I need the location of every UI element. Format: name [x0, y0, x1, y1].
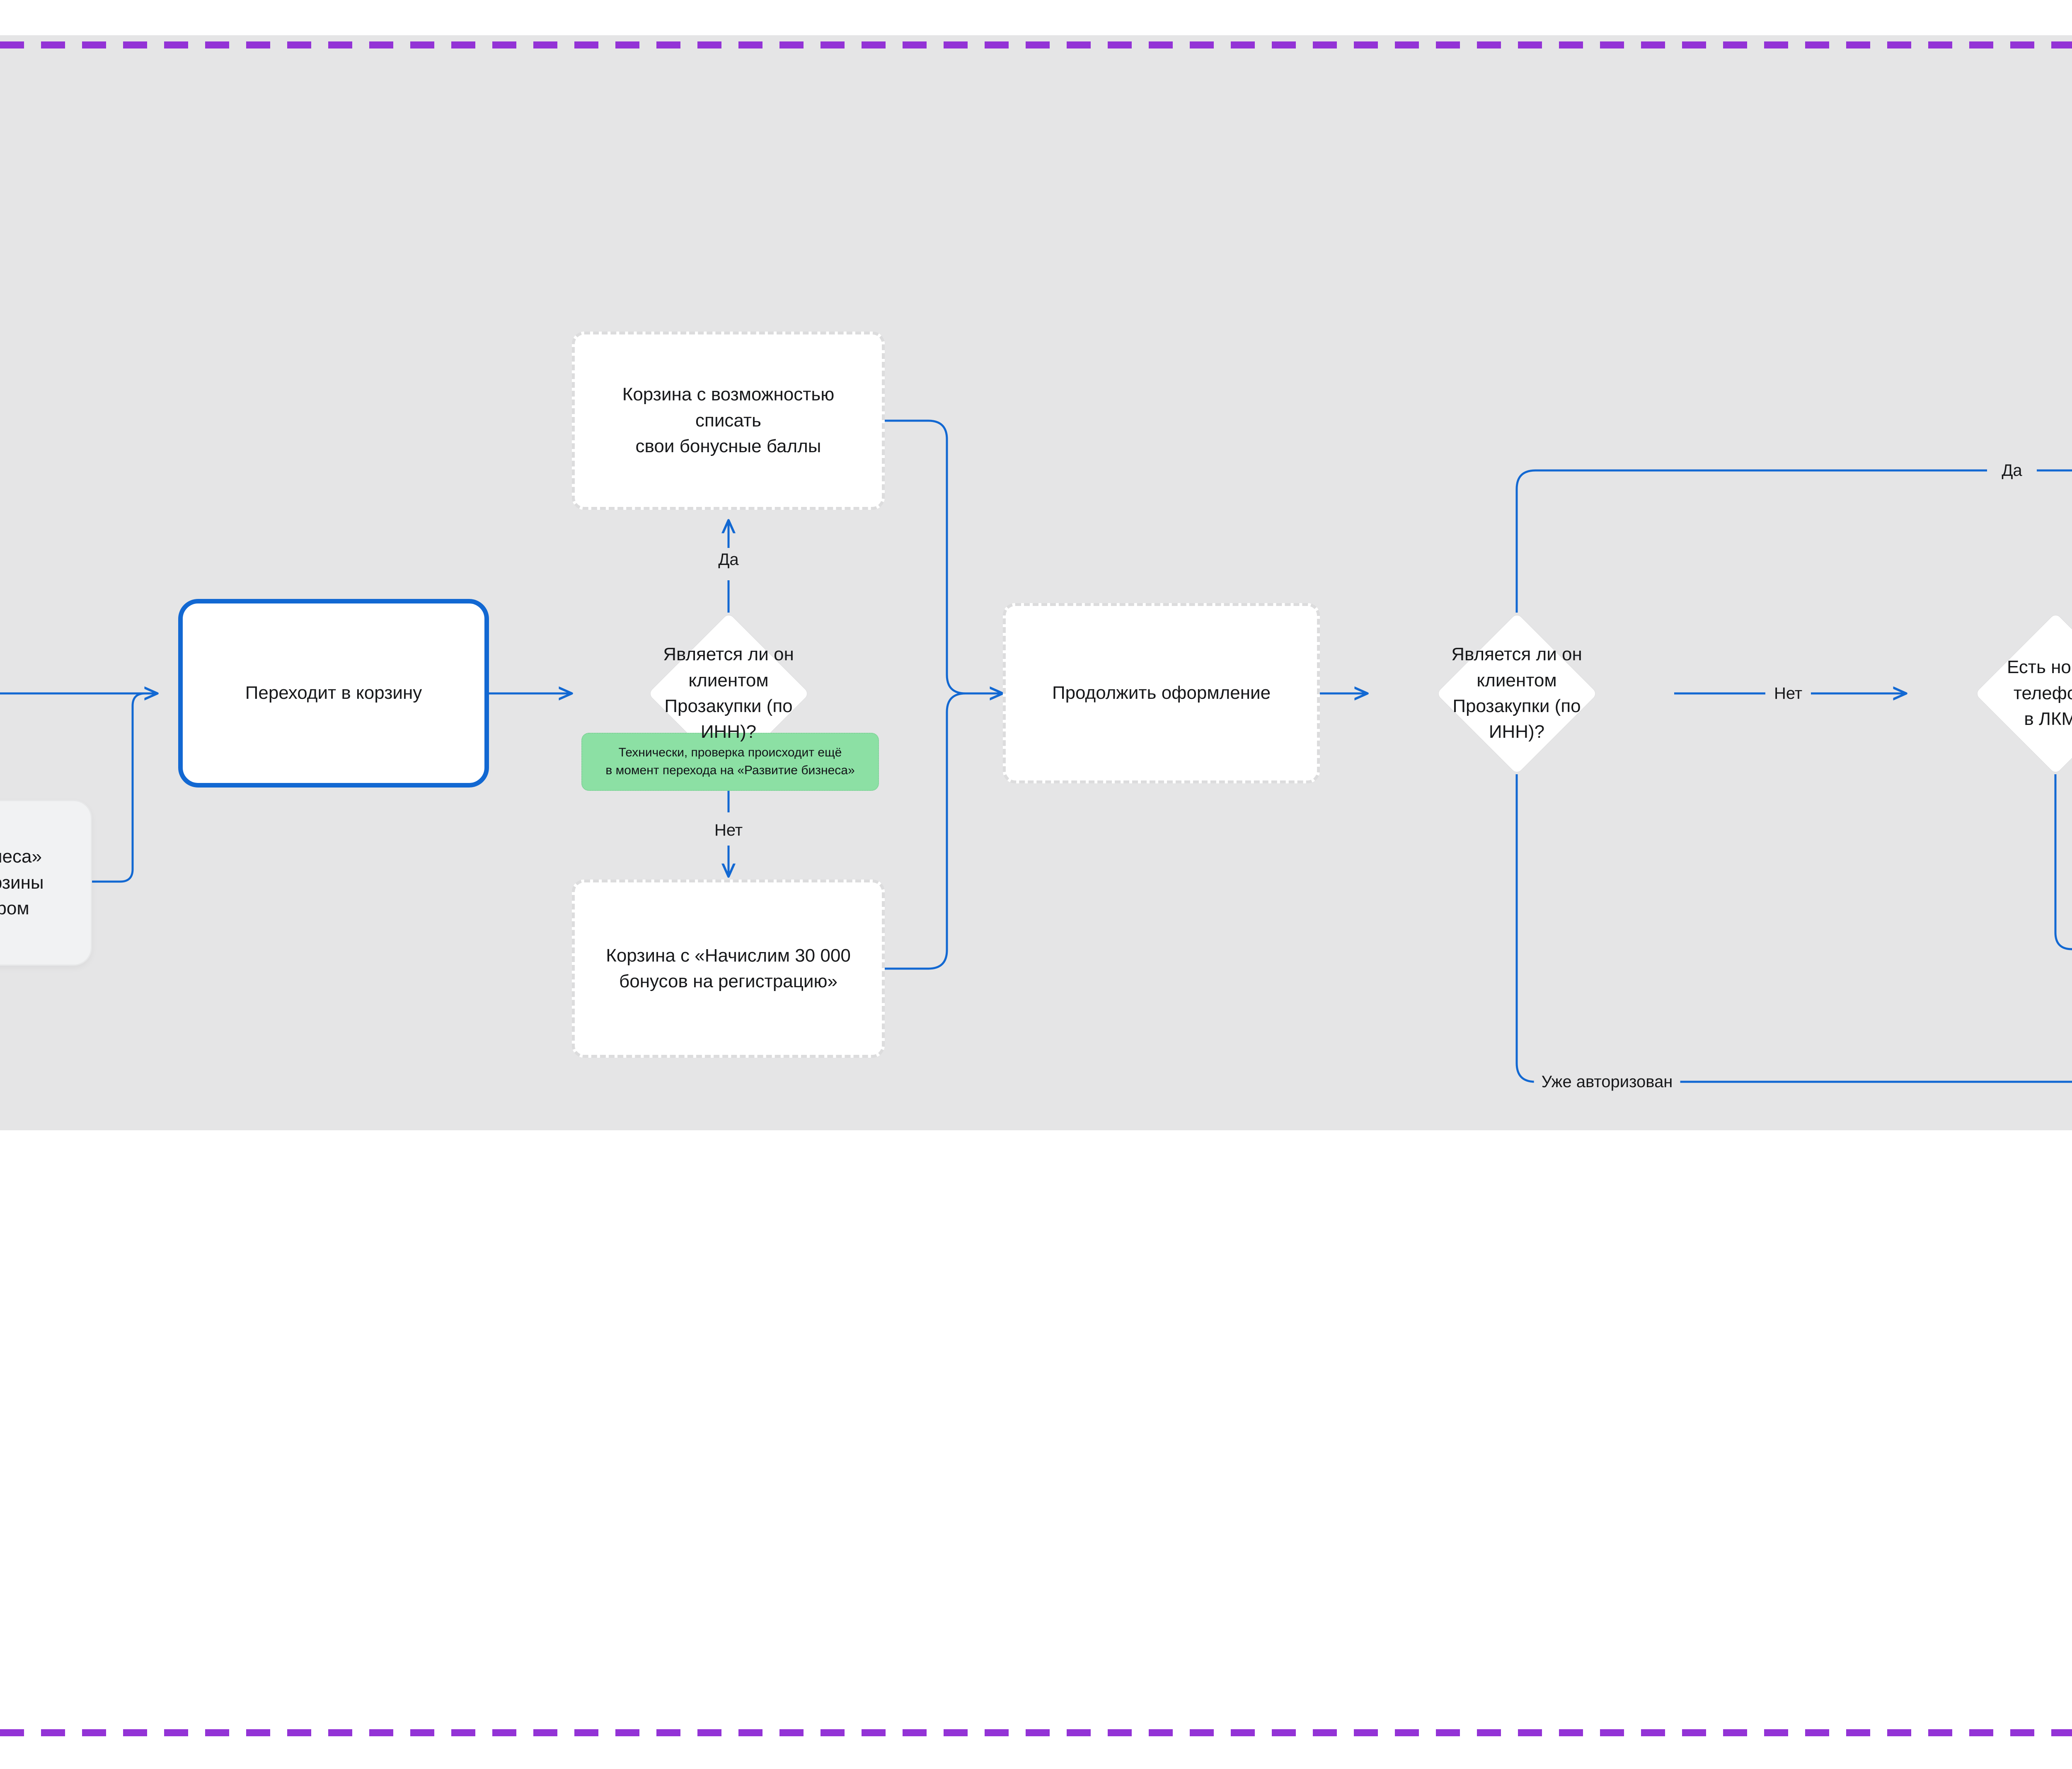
node-label: Продолжить оформление [1052, 683, 1271, 703]
node-label: Является ли он клиентом Прозакупки (по И… [1451, 644, 1582, 742]
node-decision-has-phone-lkm[interactable]: Есть номер телефона в ЛКМ? [1975, 613, 2072, 774]
node-label: Корзина с возможностью списать свои бону… [622, 384, 835, 457]
frame-dashed-rule-bottom [0, 1729, 2072, 1736]
node-label: Есть номер телефона в ЛКМ? [2007, 657, 2072, 729]
node-label: Переходит в корзину [245, 683, 422, 703]
node-previous-step-partial[interactable]: знеса» орзины ром [0, 800, 92, 966]
edge-label-already-authorized: Уже авторизован [1534, 1074, 1680, 1090]
node-decision-is-client-1[interactable]: Является ли он клиентом Прозакупки (по И… [648, 613, 809, 774]
canvas-band [0, 35, 2072, 1130]
annotation-text: Технически, проверка происходит ещё в мо… [605, 746, 855, 777]
node-label: Корзина с «Начислим 30 000 бонусов на ре… [606, 945, 851, 991]
node-cart-bonus-spend[interactable]: Корзина с возможностью списать свои бону… [572, 332, 885, 510]
annotation-technical-check[interactable]: Технически, проверка происходит ещё в мо… [581, 733, 879, 791]
edge-label-no-client2: Нет [1766, 685, 1810, 702]
edge-label-yes-client2: Да [1994, 462, 2030, 479]
edge-label-no-signup-cart: Нет [707, 822, 750, 838]
frame-dashed-rule-top [0, 41, 2072, 48]
node-continue-checkout[interactable]: Продолжить оформление [1003, 603, 1320, 783]
node-cart-signup-bonus[interactable]: Корзина с «Начислим 30 000 бонусов на ре… [572, 880, 885, 1058]
node-label: Является ли он клиентом Прозакупки (по И… [663, 644, 794, 742]
node-decision-is-client-2[interactable]: Является ли он клиентом Прозакупки (по И… [1436, 613, 1598, 774]
node-go-to-cart[interactable]: Переходит в корзину [178, 599, 489, 788]
node-label: знеса» орзины ром [0, 846, 44, 919]
edge-label-yes-bonus-cart: Да [711, 551, 746, 568]
